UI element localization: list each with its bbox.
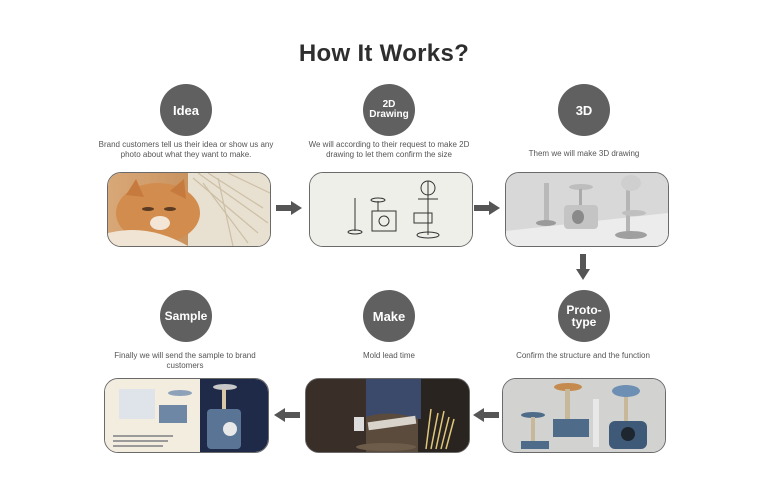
arrow-right-1-icon	[276, 201, 302, 215]
step-circle-make: Make	[363, 290, 415, 342]
step-label-3d: 3D	[575, 102, 593, 118]
step-circle-idea: Idea	[160, 84, 212, 136]
prototype-photo	[502, 378, 666, 453]
step-desc-2d-drawing: We will according to their request to ma…	[308, 140, 470, 159]
arrow-down-icon	[576, 254, 590, 280]
step-circle-2d-drawing: 2D Drawing	[363, 84, 415, 136]
step-desc-idea: Brand customers tell us their idea or sh…	[98, 140, 274, 159]
step-label-2d-drawing: 2D Drawing	[369, 99, 409, 120]
3d-render-image	[505, 172, 669, 247]
2d-drawing-image	[309, 172, 473, 247]
step-desc-make: Mold lead time	[362, 351, 416, 360]
step-desc-3d: Them we will make 3D drawing	[528, 149, 640, 158]
step-label-prototype: Proto-type	[566, 303, 602, 329]
step-label-sample: Sample	[164, 309, 208, 323]
page-title: How It Works?	[298, 40, 470, 67]
step-desc-sample: Finally we will send the sample to brand…	[114, 351, 256, 370]
arrow-left-1-icon	[473, 408, 499, 422]
arrow-left-2-icon	[274, 408, 300, 422]
step-circle-sample: Sample	[160, 290, 212, 342]
arrow-right-2-icon	[474, 201, 500, 215]
sample-photo	[104, 378, 269, 453]
idea-photo	[107, 172, 271, 247]
make-photo	[305, 378, 470, 453]
step-label-make: Make	[372, 308, 406, 324]
step-circle-prototype: Proto-type	[558, 290, 610, 342]
step-label-idea: Idea	[172, 102, 199, 118]
step-circle-3d: 3D	[558, 84, 610, 136]
step-desc-prototype: Confirm the structure and the function	[516, 351, 650, 360]
